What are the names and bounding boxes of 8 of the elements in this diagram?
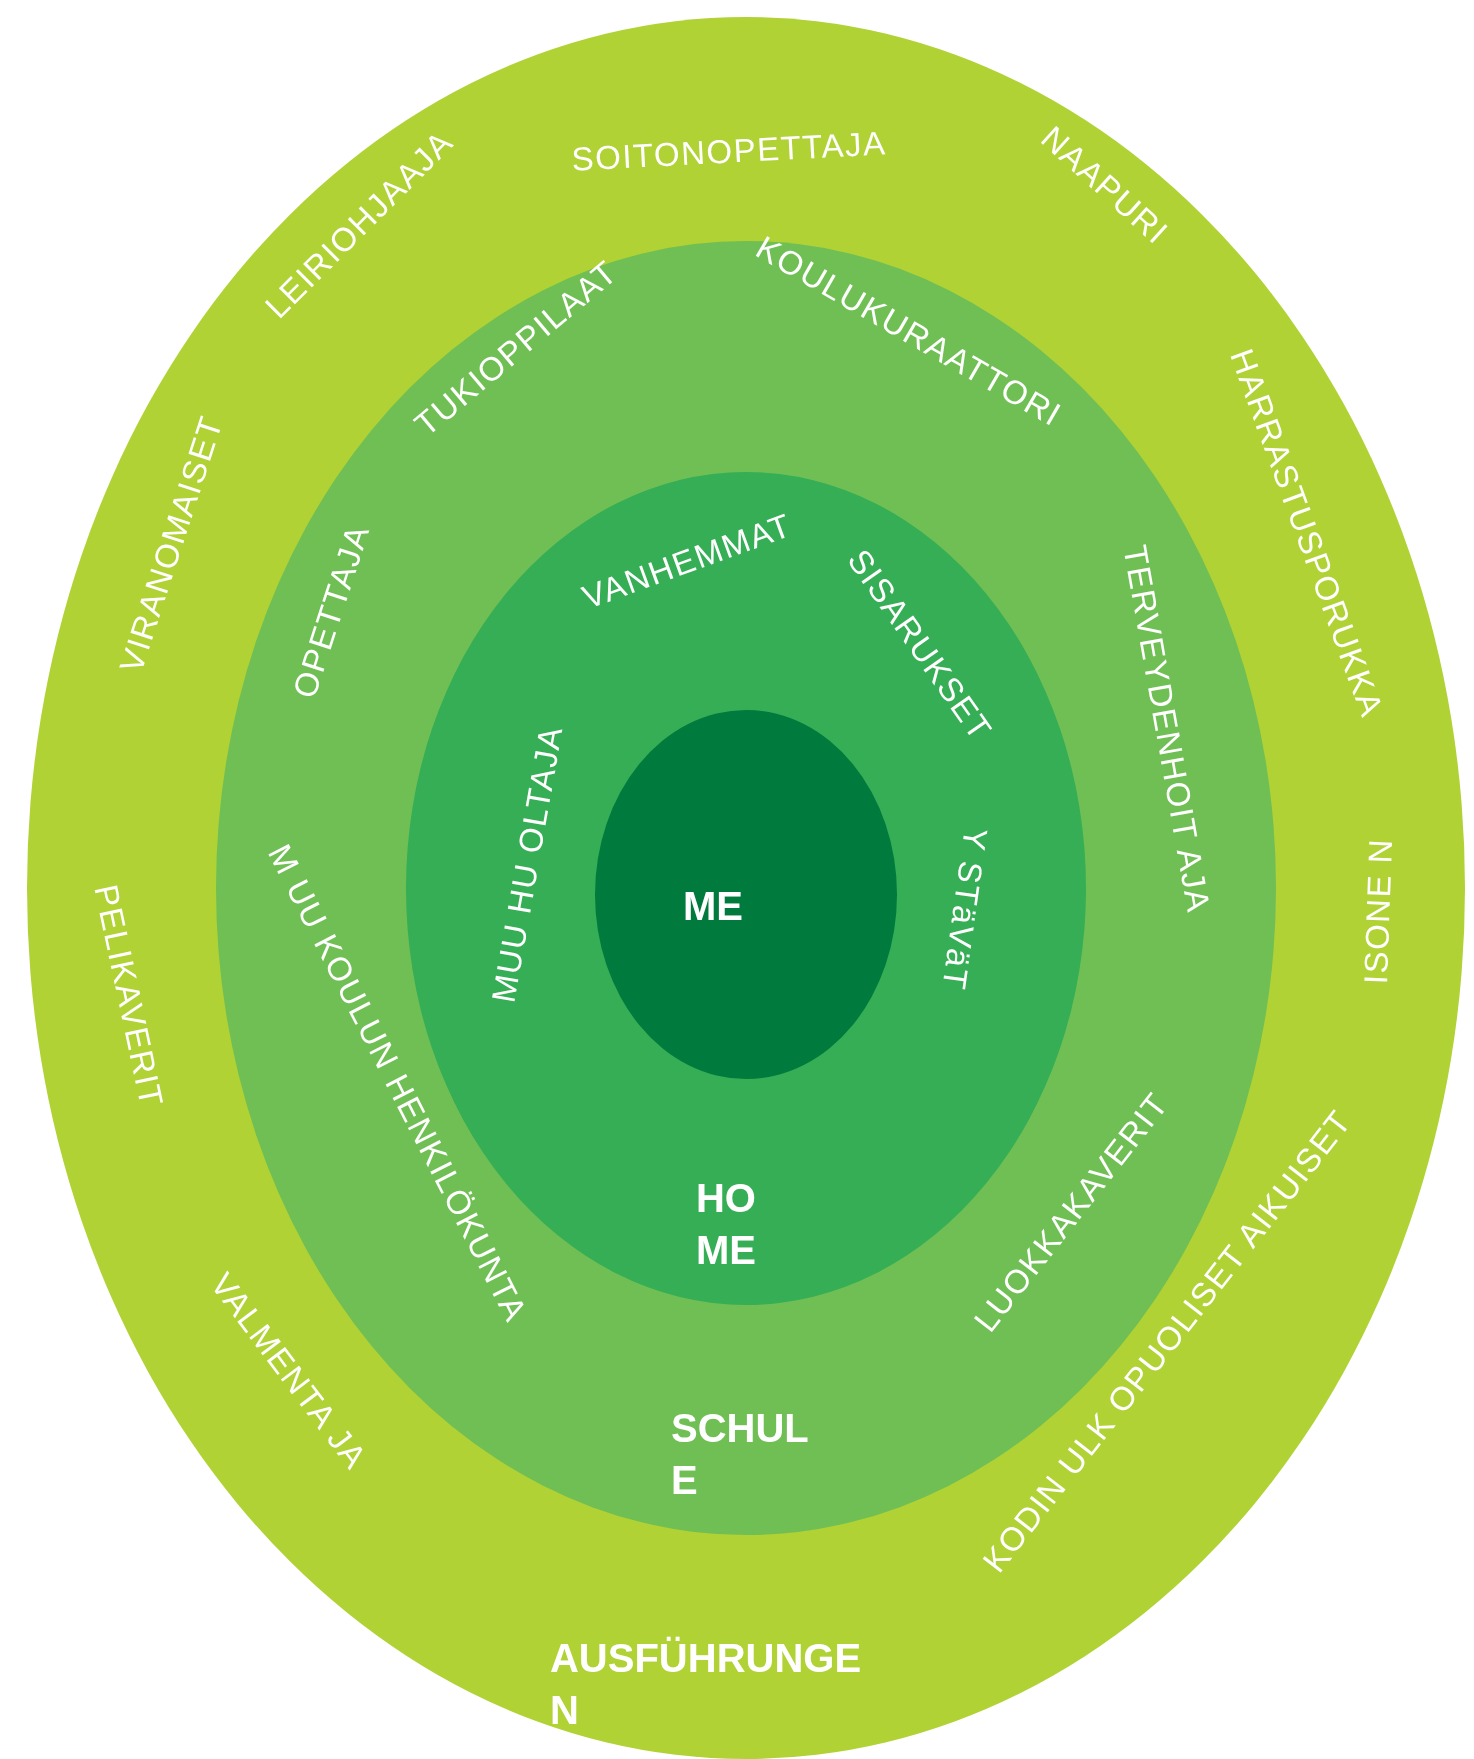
- ring-heading: ME: [682, 882, 743, 930]
- ring-label: Y STäVäT: [937, 825, 993, 993]
- ring-heading: HOME: [695, 1174, 757, 1274]
- ring-heading: AUSFÜHRUNGEN: [550, 1635, 863, 1734]
- ring-label: MUU HU OLTAJA: [486, 723, 568, 1005]
- ring-label: ISONE N: [1358, 837, 1398, 985]
- ring-label: SOITONOPETTAJA: [570, 126, 888, 176]
- ring-heading: SCHULE: [671, 1404, 810, 1504]
